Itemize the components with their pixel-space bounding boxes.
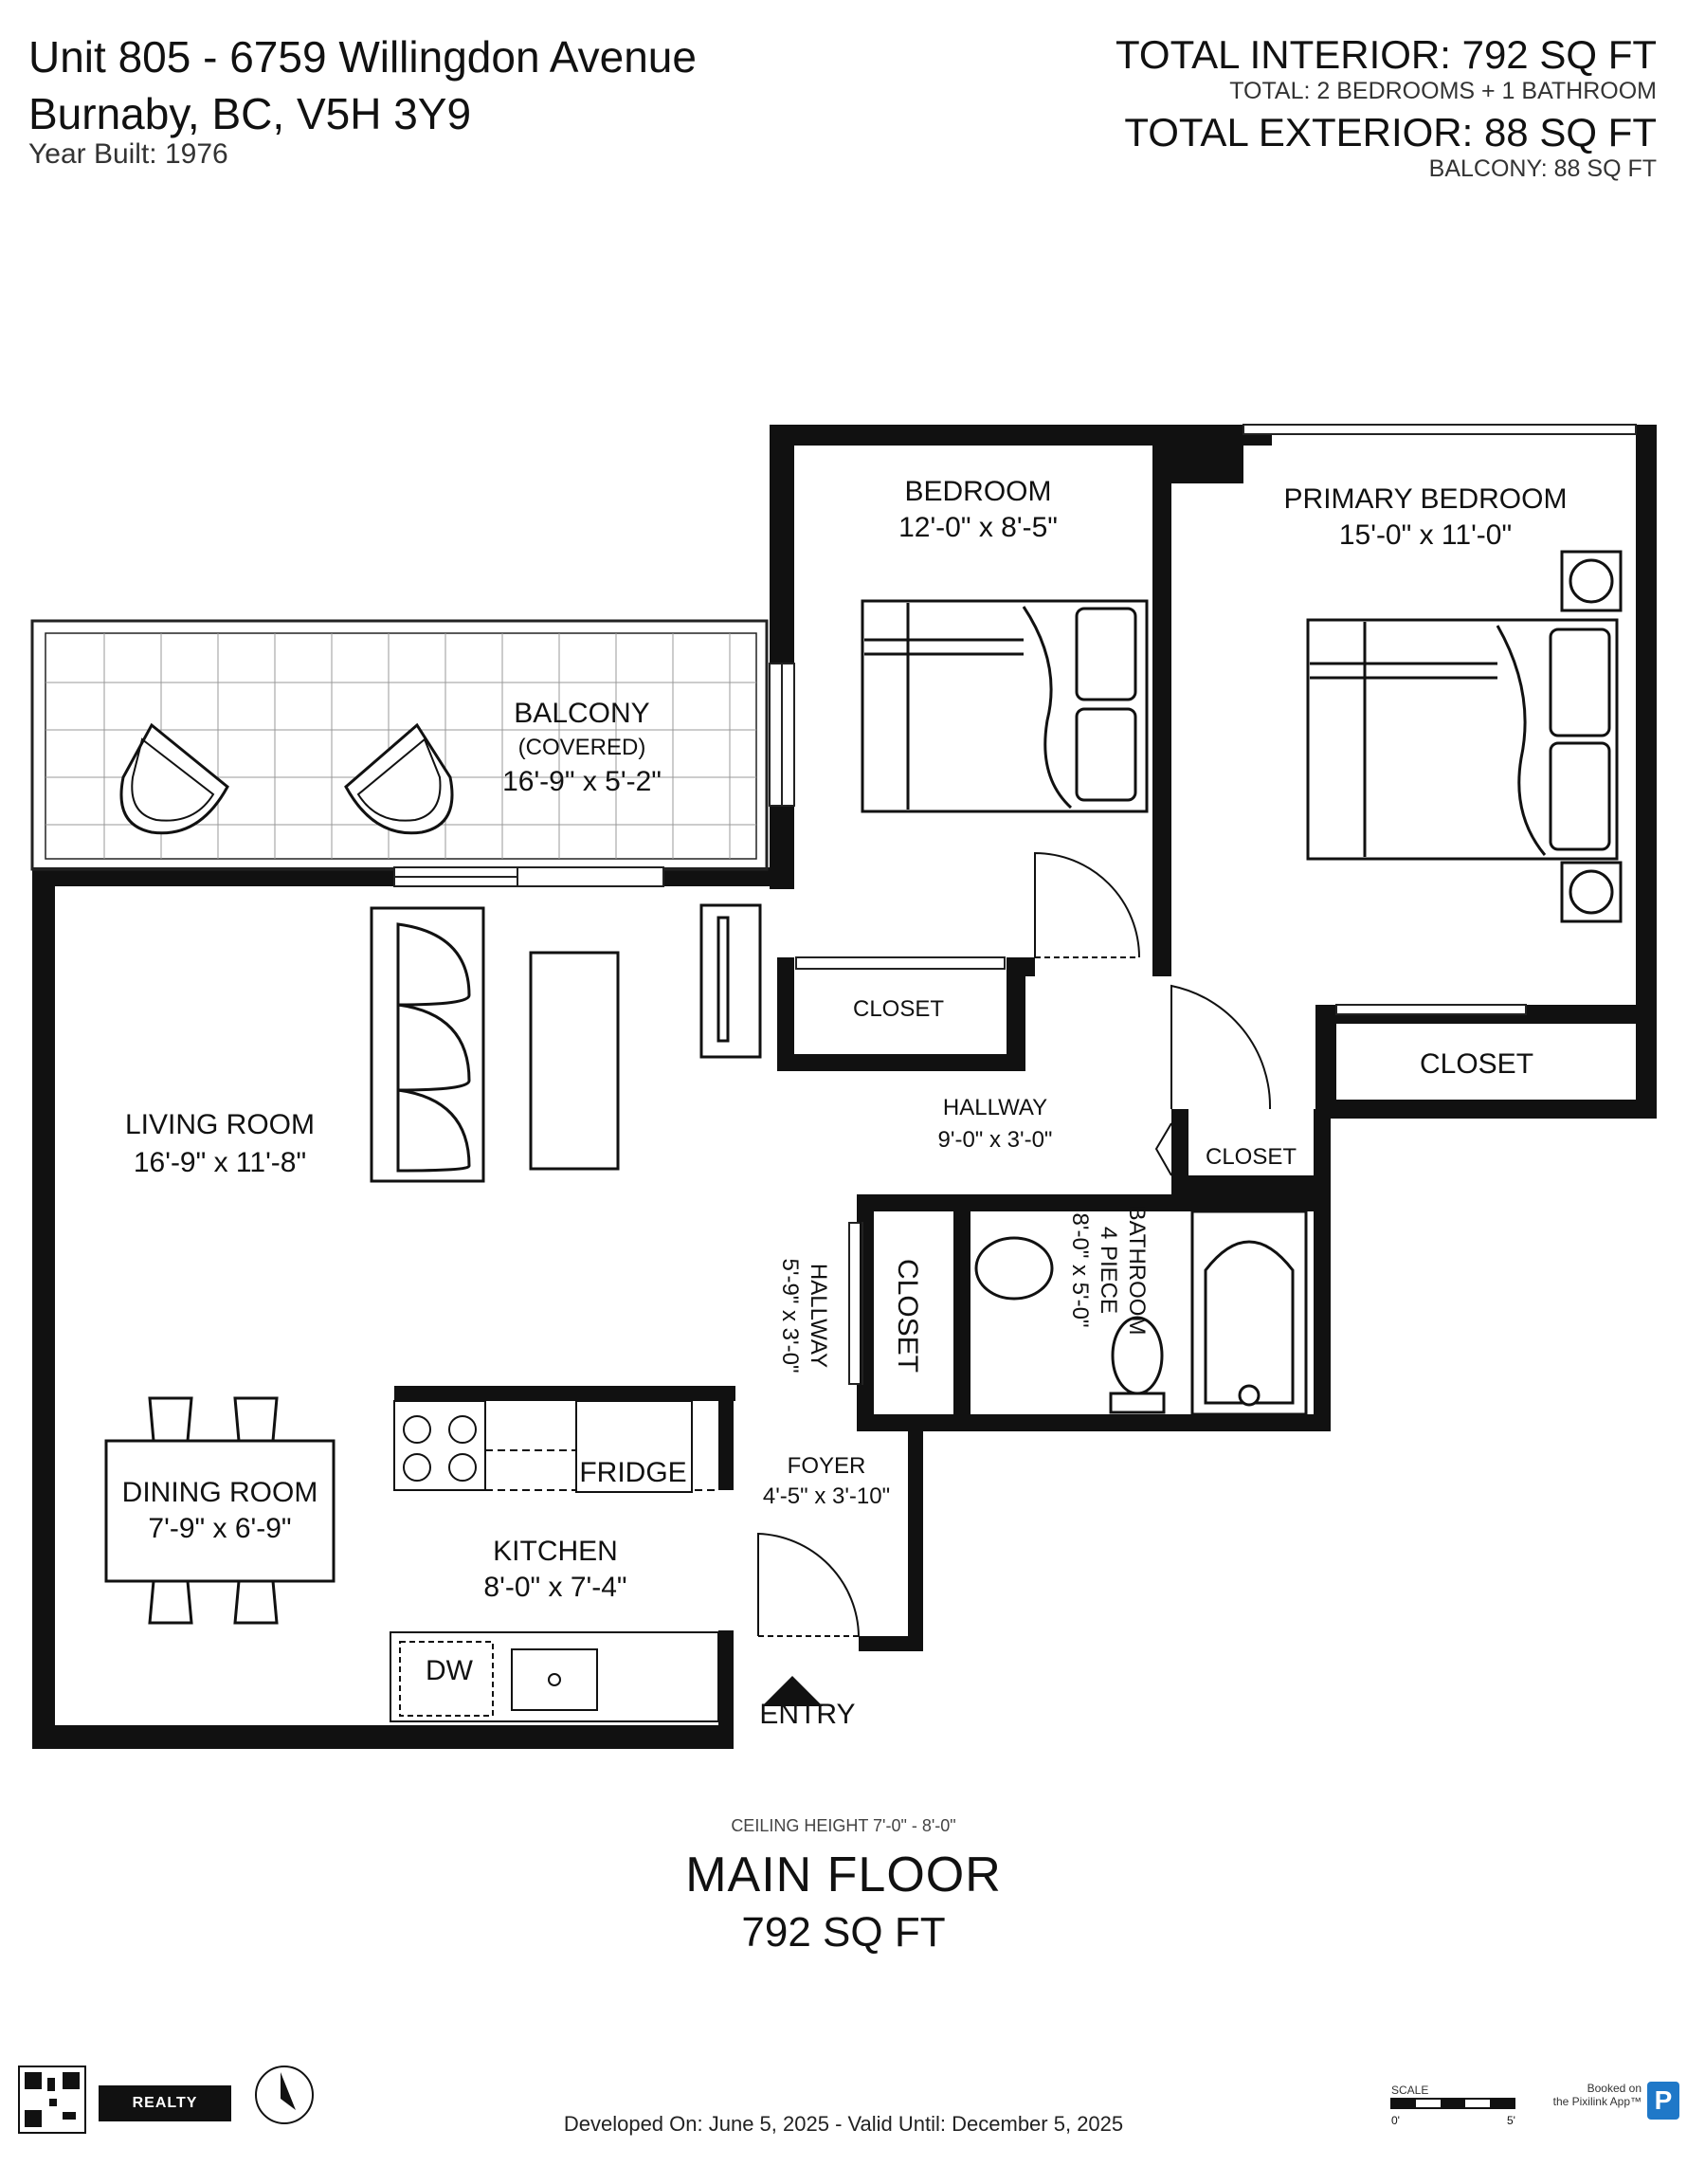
primary-closet-name: CLOSET bbox=[1420, 1048, 1533, 1080]
balcony-note: (COVERED) bbox=[518, 735, 646, 760]
kitchen-fixtures bbox=[390, 1400, 719, 1722]
entry-label: ENTRY bbox=[759, 1699, 855, 1730]
pixilink-logo-icon: P bbox=[1647, 2082, 1679, 2120]
balcony-size: 16'-9" x 5'-2" bbox=[502, 766, 662, 797]
hallway-size: 9'-0" x 3'-0" bbox=[938, 1127, 1053, 1153]
scale-end: 5' bbox=[1507, 2114, 1515, 2127]
qr-code-icon bbox=[18, 2066, 86, 2134]
windows bbox=[393, 424, 1637, 1385]
fridge-label: FRIDGE bbox=[579, 1457, 686, 1488]
foyer-name: FOYER bbox=[788, 1453, 866, 1479]
compass-icon bbox=[255, 2066, 314, 2124]
bathroom-size: 8'-0" x 5'-0" bbox=[1067, 1213, 1093, 1328]
hall-closet-name: CLOSET bbox=[1206, 1144, 1297, 1170]
kitchen-size: 8'-0" x 7'-4" bbox=[483, 1572, 626, 1603]
address-line-1: Unit 805 - 6759 Willingdon Avenue bbox=[28, 32, 697, 82]
bathroom-fixtures bbox=[974, 1210, 1308, 1416]
bathroom-type: 4 PIECE bbox=[1096, 1227, 1121, 1314]
scale-start: 0' bbox=[1391, 2114, 1400, 2127]
dining-furniture bbox=[104, 1396, 336, 1625]
year-built: Year Built: 1976 bbox=[28, 138, 228, 170]
scale-label: SCALE bbox=[1391, 2084, 1429, 2097]
pixilink-text: Booked on the Pixilink App™ bbox=[1535, 2082, 1642, 2108]
booked-line-1: Booked on bbox=[1587, 2082, 1642, 2095]
living-furniture bbox=[370, 903, 762, 1183]
exterior-detail: BALCONY: 88 SQ FT bbox=[1428, 155, 1657, 182]
living-room-size: 16'-9" x 11'-8" bbox=[134, 1147, 306, 1178]
interior-detail: TOTAL: 2 BEDROOMS + 1 BATHROOM bbox=[1229, 78, 1657, 104]
primary-bedroom-size: 15'-0" x 11'-0" bbox=[1339, 519, 1512, 551]
bedroom-bed bbox=[861, 599, 1149, 813]
foyer-closet-name: CLOSET bbox=[892, 1259, 923, 1373]
kitchen-name: KITCHEN bbox=[493, 1536, 618, 1567]
address-line-2: Burnaby, BC, V5H 3Y9 bbox=[28, 89, 472, 138]
bathroom-name: BATHROOM bbox=[1124, 1206, 1150, 1336]
total-interior: TOTAL INTERIOR: 792 SQ FT bbox=[1116, 32, 1657, 77]
hallway2-name: HALLWAY bbox=[806, 1264, 831, 1368]
room-labels: BEDROOM 12'-0" x 8'-5" PRIMARY BEDROOM 1… bbox=[122, 476, 1568, 1730]
booked-line-2: the Pixilink App™ bbox=[1552, 2095, 1642, 2108]
dishwasher-label: DW bbox=[426, 1655, 474, 1686]
rotated-labels: HALLWAY 5'-9" x 3'-0" CLOSET BATHROOM 4 … bbox=[777, 1206, 1150, 1374]
ceiling-height: CEILING HEIGHT 7'-0" - 8'-0" bbox=[731, 1816, 956, 1835]
balcony-chairs bbox=[119, 722, 454, 835]
scale-bar-icon bbox=[1390, 2098, 1515, 2109]
developed-date: Developed On: June 5, 2025 - Valid Until… bbox=[563, 2112, 1124, 2136]
entry-arrow-icon bbox=[762, 1676, 823, 1706]
total-exterior: TOTAL EXTERIOR: 88 SQ FT bbox=[1124, 110, 1657, 155]
floor-name: MAIN FLOOR bbox=[685, 1847, 1002, 1902]
foyer-size: 4'-5" x 3'-10" bbox=[763, 1483, 890, 1509]
hallway-name: HALLWAY bbox=[943, 1095, 1047, 1120]
bedroom-name: BEDROOM bbox=[904, 476, 1051, 507]
primary-bed bbox=[1306, 550, 1623, 923]
balcony-name: BALCONY bbox=[514, 698, 649, 729]
floor-area: 792 SQ FT bbox=[741, 1909, 946, 1956]
hallway2-size: 5'-9" x 3'-0" bbox=[777, 1259, 803, 1374]
doors bbox=[757, 851, 1272, 1637]
dining-room-size: 7'-9" x 6'-9" bbox=[148, 1513, 291, 1544]
bedroom-size: 12'-0" x 8'-5" bbox=[898, 512, 1058, 543]
bedroom-closet-name: CLOSET bbox=[853, 996, 944, 1022]
dining-room-name: DINING ROOM bbox=[122, 1477, 318, 1508]
living-room-name: LIVING ROOM bbox=[125, 1109, 315, 1140]
primary-bedroom-name: PRIMARY BEDROOM bbox=[1284, 483, 1568, 515]
brand-logo: REALTY STUDIOS bbox=[99, 2085, 231, 2147]
